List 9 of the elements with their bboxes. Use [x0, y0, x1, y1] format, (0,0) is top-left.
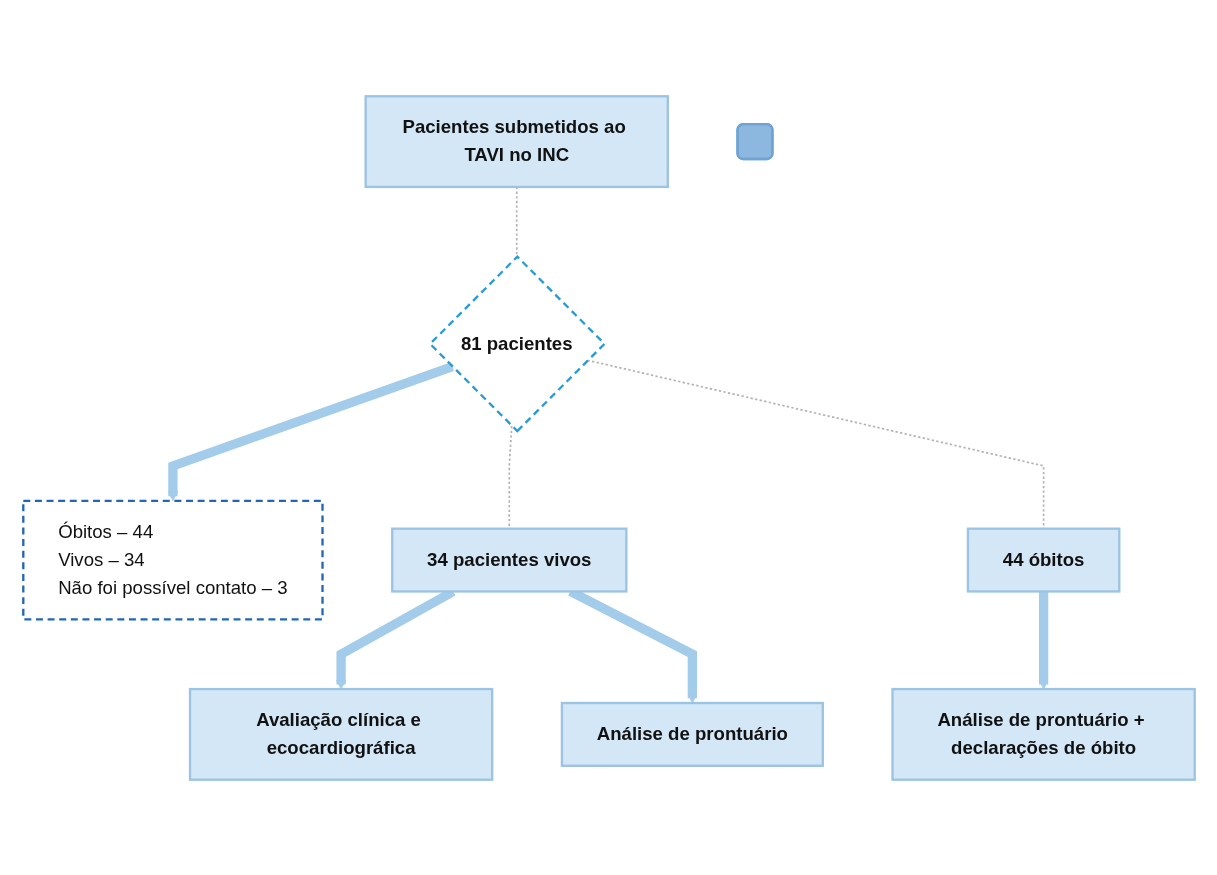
node-box: Análise de prontuário	[560, 701, 824, 767]
node-diamond: 81 pacientes	[427, 254, 606, 433]
node-box: 34 pacientes vivos	[390, 527, 627, 593]
node-box: Análise de prontuário + declarações de óbito	[890, 687, 1196, 781]
node-box: Óbitos – 44 Vivos – 34 Não foi possível contato – 3	[21, 499, 324, 620]
arrow	[167, 361, 454, 501]
node-box: Avaliação clínica e ecocardiográfica	[188, 687, 493, 781]
node-box: Pacientes submetidos ao TAVI no INC	[363, 94, 669, 188]
node-box: 44 óbitos	[966, 527, 1120, 593]
